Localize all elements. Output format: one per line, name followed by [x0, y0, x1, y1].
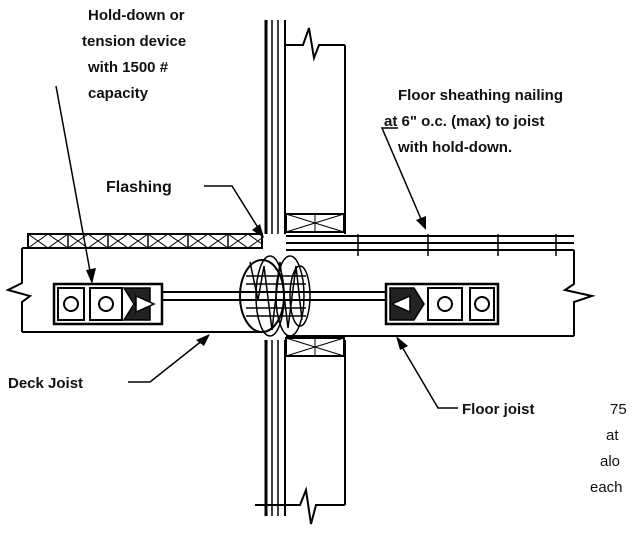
leader-deck-joist [128, 334, 210, 383]
label-flashing: Flashing [106, 179, 172, 196]
leader-sheathing [380, 127, 426, 230]
leader-holddown [55, 85, 96, 284]
floor-sheathing [286, 234, 574, 256]
deck-joist [5, 247, 262, 333]
label-deck-joist: Deck Joist [8, 375, 83, 392]
leader-floor-joist [396, 336, 458, 409]
bottom-plate-block [285, 337, 345, 357]
deck-boards [27, 233, 263, 249]
threaded-rod [160, 291, 386, 301]
top-plate-block [285, 213, 345, 233]
holddown-device-left [52, 282, 164, 326]
bolt-nut-cluster [239, 255, 311, 337]
label-cut-off-text: 75 at alo each [590, 401, 631, 496]
label-holddown: Hold-down or tension device with 1500 # … [82, 7, 190, 102]
floor-joist [286, 249, 596, 337]
holddown-device-right [384, 282, 500, 326]
label-floor-sheathing: Floor sheathing nailing at 6" o.c. (max)… [384, 87, 567, 156]
label-floor-joist: Floor joist [462, 401, 535, 418]
wall-section [255, 20, 346, 525]
leader-flashing [204, 185, 264, 238]
